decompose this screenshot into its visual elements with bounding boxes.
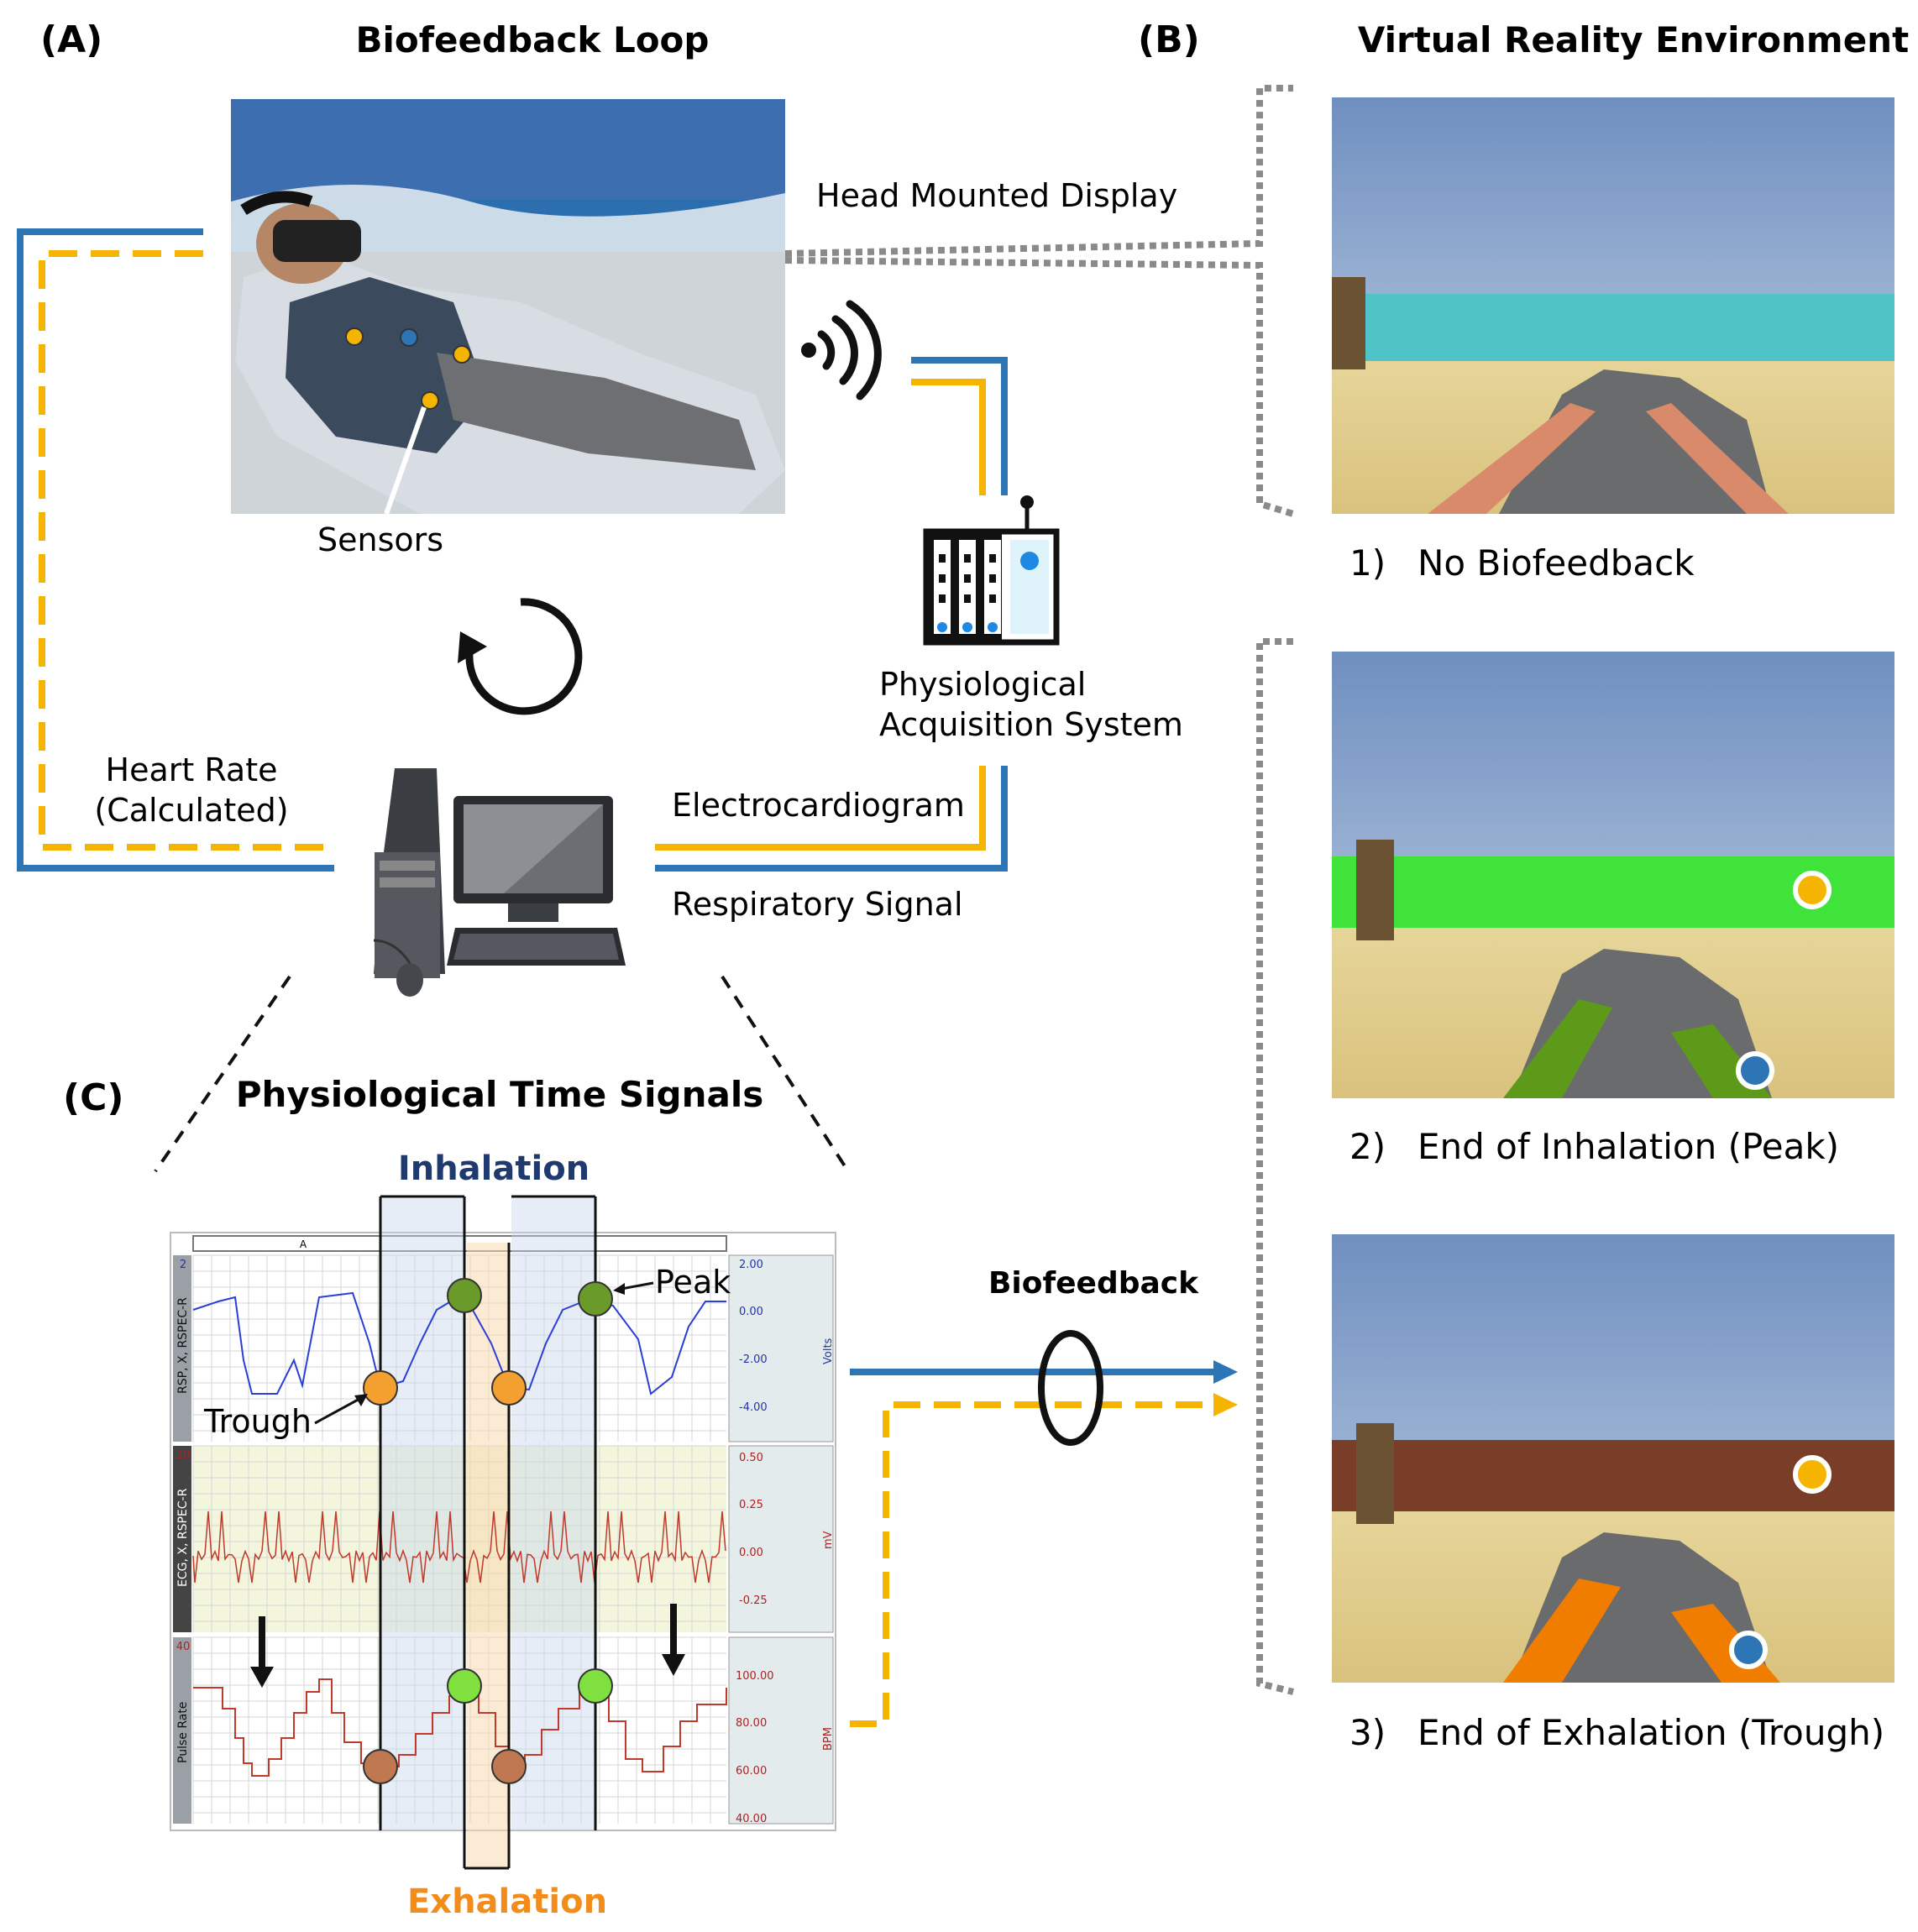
pas-label-line1: Physiological: [879, 666, 1086, 703]
rsp-trough-marker-2: [491, 1370, 527, 1406]
rsp-trough-marker-1: [363, 1370, 398, 1406]
pulse-peak-marker-2: [578, 1668, 613, 1704]
rsp-peak-marker-2: [578, 1281, 613, 1317]
heart-rate-label-line1: Heart Rate: [106, 751, 278, 788]
pulse-unit: BPM: [822, 1727, 835, 1751]
down-arrow-right: [662, 1654, 685, 1676]
yellow-arrowhead: [1213, 1393, 1238, 1416]
ecg-tick-2: 0.25: [739, 1499, 763, 1511]
scene-3-number: 3): [1349, 1712, 1386, 1753]
ecg-trace: [192, 1511, 726, 1584]
peak-label: Peak: [655, 1264, 731, 1301]
biofeedback-arrows: [850, 1330, 1218, 1727]
pulse-tick-4: 40.00: [736, 1813, 767, 1825]
respiratory-label: Respiratory Signal: [672, 886, 963, 923]
ecg-label: Electrocardiogram: [672, 787, 965, 824]
vr-scene-inhalation-peak: [1332, 652, 1894, 1098]
rsp-unit: Volts: [822, 1338, 835, 1364]
trough-label: Trough: [203, 1403, 312, 1440]
channel-2-name: ECG, X, RSPEC-R: [176, 1488, 190, 1587]
respiratory-trace: [192, 1291, 726, 1395]
ecg-tick-4: -0.25: [739, 1594, 768, 1607]
channel-1-name: RSP, X, RSPEC-R: [176, 1297, 190, 1394]
heart-rate-label-line2: (Calculated): [94, 792, 288, 829]
scene-2-label: End of Inhalation (Peak): [1418, 1126, 1839, 1167]
channel-3-num: 40: [176, 1641, 191, 1653]
signal-chart: A 2 10 40 RSP, X, RSPEC-R ECG, X, RSPEC-…: [170, 1195, 836, 1870]
pulse-trough-marker-1: [363, 1749, 398, 1784]
computer-icon: [373, 768, 626, 997]
scene-1-number: 1): [1349, 542, 1386, 584]
scene-3-label: End of Exhalation (Trough): [1418, 1712, 1884, 1753]
ecg-tick-1: 0.50: [739, 1452, 763, 1464]
channel-2-num: 10: [176, 1449, 191, 1462]
pulse-rate-trace: [193, 1678, 727, 1777]
scene-1-label: No Biofeedback: [1418, 542, 1695, 584]
inhalation-label: Inhalation: [398, 1149, 590, 1188]
loop-arrow-icon: [458, 598, 583, 715]
panel-a-tag: (A): [40, 18, 102, 61]
exhalation-label: Exhalation: [407, 1882, 607, 1921]
panel-c-title: Physiological Time Signals: [236, 1074, 764, 1115]
channel-3-name: Pulse Rate: [176, 1702, 190, 1763]
ecg-unit: mV: [822, 1531, 835, 1549]
panel-b-tag: (B): [1138, 18, 1200, 61]
pulse-tick-1: 100.00: [736, 1670, 774, 1683]
rsp-tick-4: -4.00: [739, 1401, 768, 1414]
vr-bracket: [1256, 638, 1294, 1695]
hmd-connector: [784, 85, 1295, 517]
ecg-tick-3: 0.00: [739, 1547, 763, 1559]
participant-photo: [231, 99, 785, 516]
sensors-label: Sensors: [317, 521, 443, 558]
down-arrow-left: [250, 1667, 274, 1688]
biofeedback-label: Biofeedback: [988, 1266, 1199, 1301]
scene-2-number: 2): [1349, 1126, 1386, 1167]
pulse-trough-marker-2: [491, 1749, 527, 1784]
panel-c-tag: (C): [63, 1076, 124, 1119]
pulse-tick-2: 80.00: [736, 1717, 767, 1730]
rsp-tick-3: -2.00: [739, 1353, 768, 1366]
rsp-peak-marker-1: [447, 1278, 482, 1313]
pas-label-line2: Acquisition System: [879, 706, 1183, 743]
hmd-label: Head Mounted Display: [816, 177, 1177, 214]
vr-scene-no-biofeedback: [1332, 97, 1894, 514]
panel-a-title: Biofeedback Loop: [356, 19, 710, 60]
pulse-peak-marker-1: [447, 1668, 482, 1704]
acquisition-system-icon: [923, 495, 1060, 646]
vr-scene-exhalation-trough: [1332, 1234, 1894, 1683]
loop-signal-lines: [17, 228, 1008, 872]
blue-arrowhead: [1213, 1360, 1238, 1384]
rsp-tick-1: 2.00: [739, 1259, 763, 1271]
panel-b-title: Virtual Reality Environment: [1358, 19, 1909, 60]
rsp-tick-2: 0.00: [739, 1306, 763, 1318]
zoom-lines: [154, 975, 850, 1173]
wireless-icon: [801, 300, 882, 401]
channel-1-num: 2: [180, 1259, 186, 1271]
pulse-tick-3: 60.00: [736, 1765, 767, 1778]
marker-a: A: [300, 1238, 307, 1250]
